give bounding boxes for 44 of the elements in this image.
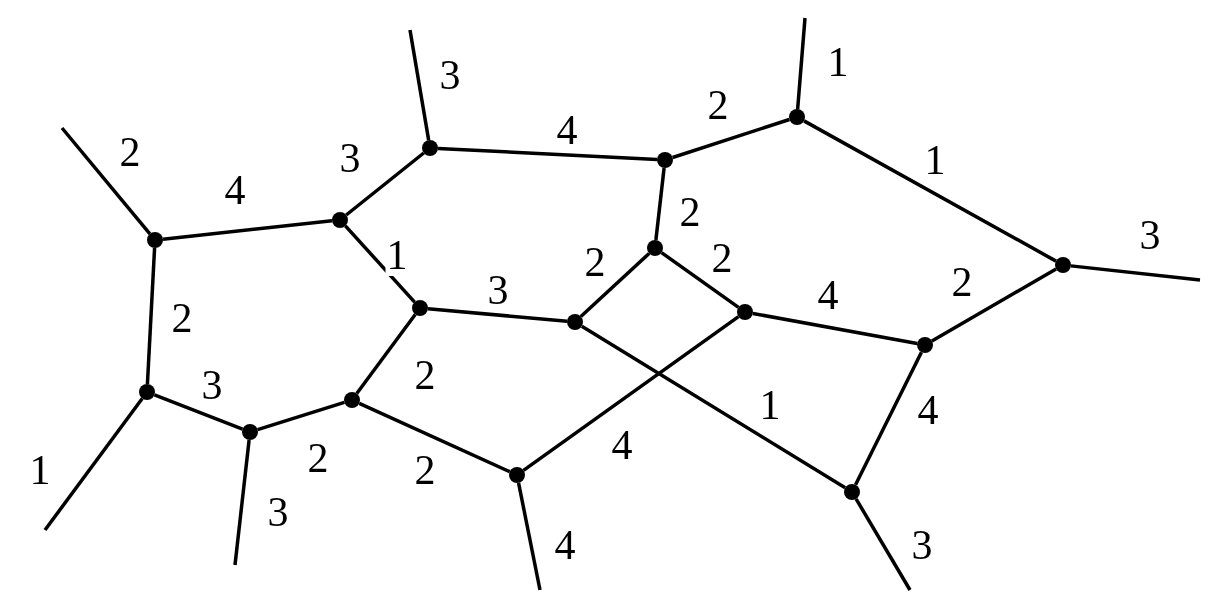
vertex-dot	[844, 484, 860, 500]
edge-line	[580, 324, 847, 490]
vertex-dot	[422, 140, 438, 156]
edge-line	[579, 252, 651, 318]
edge-line	[437, 146, 658, 162]
edge-line	[854, 351, 923, 486]
edge-line	[408, 29, 431, 141]
edge-line	[153, 393, 244, 431]
edge-line	[660, 251, 740, 309]
vertex-dot	[737, 304, 753, 320]
edge-line	[355, 313, 417, 395]
edge-line	[345, 151, 425, 217]
edge-line	[854, 498, 912, 591]
edge-line	[145, 247, 157, 385]
vertex-dot	[1055, 257, 1071, 273]
vertex-dot	[139, 384, 155, 400]
edge-line	[1070, 264, 1201, 282]
vertex-dot	[412, 300, 428, 316]
vertex-dot	[332, 212, 348, 228]
vertex-dot	[344, 392, 360, 408]
vertex-dot	[789, 109, 805, 125]
edge-line	[233, 439, 251, 566]
vertex-dot	[509, 467, 525, 483]
edge-line	[654, 167, 666, 241]
vertex-dot	[917, 337, 933, 353]
edge-line	[427, 306, 568, 324]
vertex-dot	[647, 240, 663, 256]
edge-line	[672, 117, 790, 160]
edge-line	[43, 397, 144, 532]
edge-line	[344, 224, 416, 304]
edge-line	[522, 315, 740, 472]
edge-line	[162, 219, 333, 241]
vertex-dot	[657, 152, 673, 168]
edge-line	[795, 17, 807, 110]
vertex-dot	[567, 314, 583, 330]
edge-line	[752, 311, 918, 346]
edge-line	[803, 119, 1057, 263]
vertex-dot	[242, 424, 258, 440]
edge-line	[931, 267, 1057, 343]
edge-line	[257, 400, 345, 432]
edge-line	[516, 482, 542, 591]
edge-line	[60, 126, 152, 235]
edge-line	[358, 401, 511, 474]
vertex-dot	[147, 232, 163, 248]
